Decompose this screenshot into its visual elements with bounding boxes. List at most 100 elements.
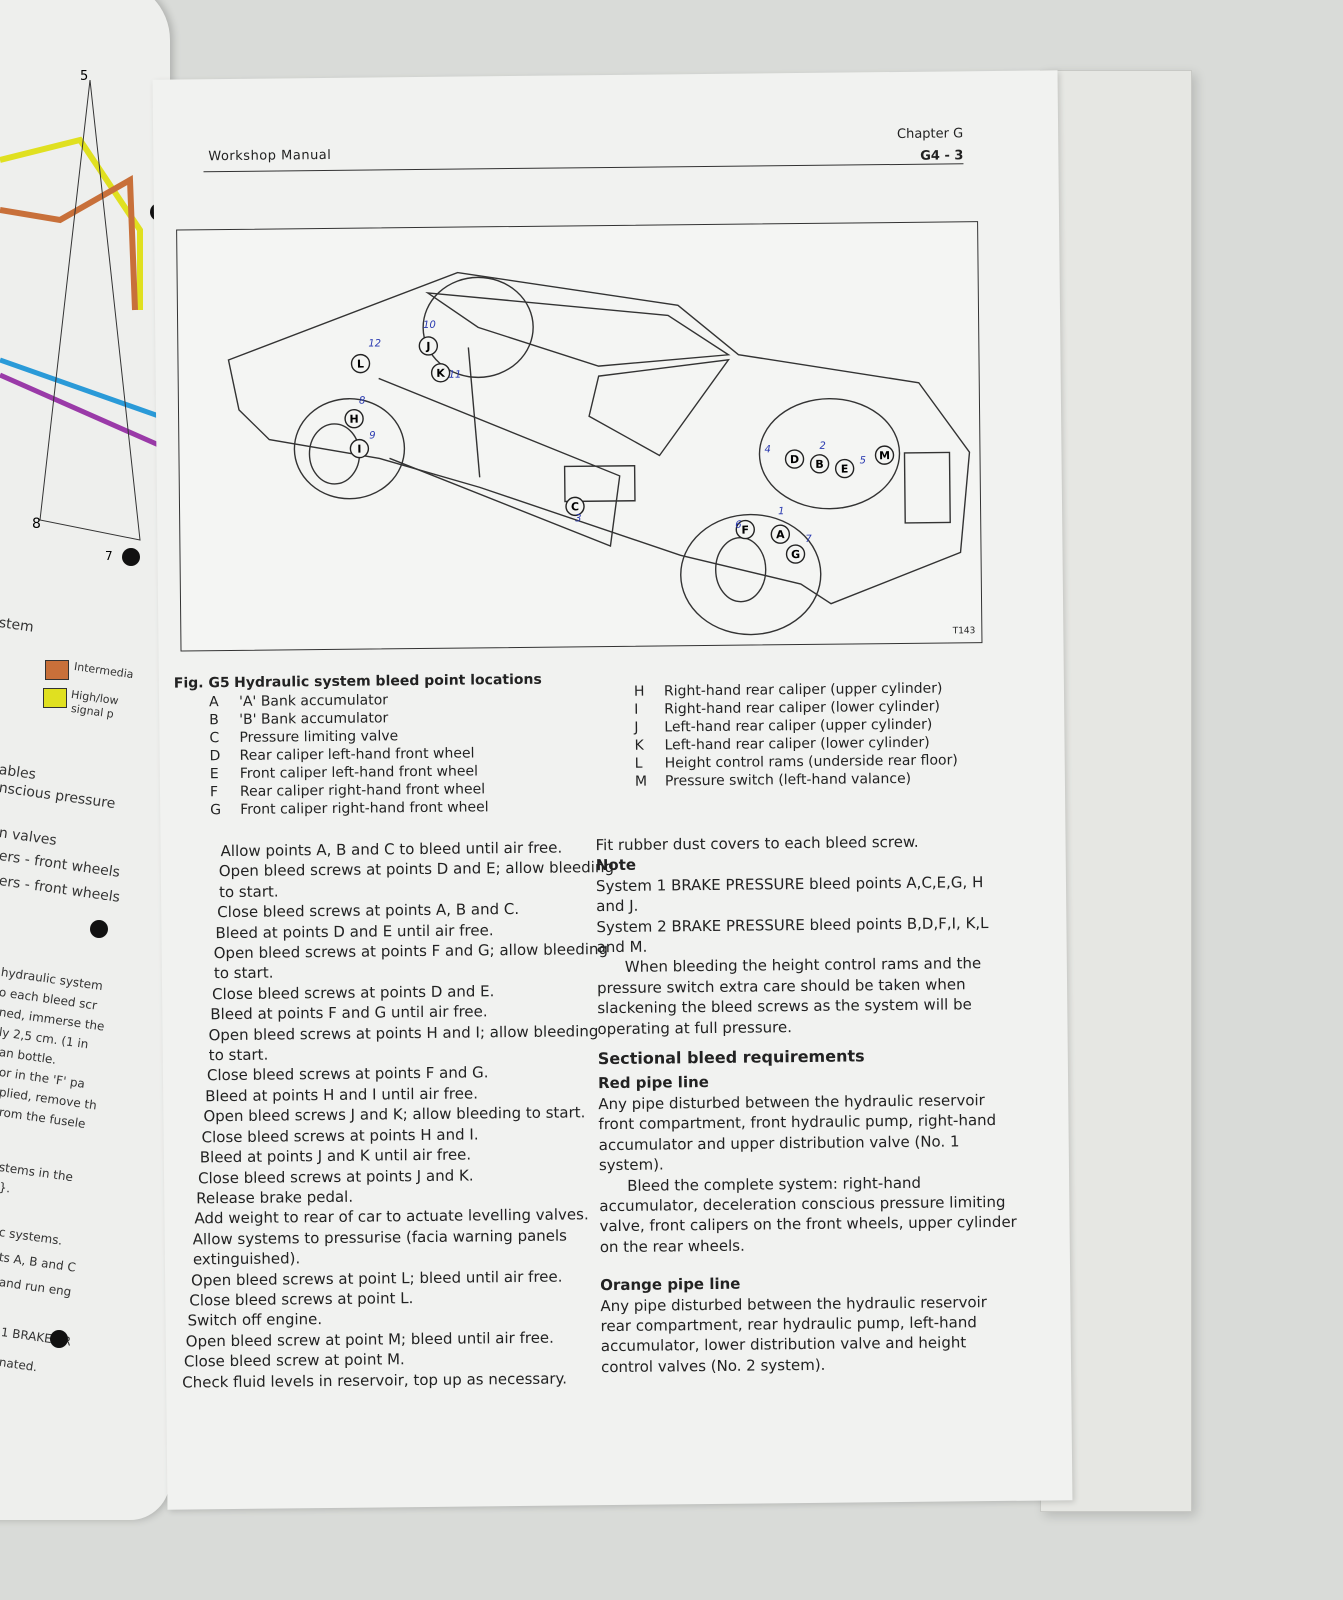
callout-letter: F: [741, 524, 749, 537]
legend-text: 'B' Bank accumulator: [239, 710, 389, 728]
left-fragment: }.: [0, 1180, 12, 1196]
notes-column: Fit rubber dust covers to each bleed scr…: [595, 831, 1021, 1378]
callout-letter: G: [791, 548, 800, 561]
left-diagram-label: 7: [105, 549, 113, 563]
manual-page: Workshop Manual Chapter G G4 - 3 A: [152, 70, 1073, 1510]
legend-item: M Pressure switch (left-hand valance): [635, 769, 958, 790]
binder-hole: [50, 1330, 68, 1348]
red-pipe-bleed: Bleed the complete system: right-hand ac…: [599, 1173, 1017, 1256]
legend-key: G: [210, 802, 222, 819]
handwritten-number: 5: [860, 455, 866, 466]
bleed-steps: Allow points A, B and C to bleed until a…: [166, 837, 622, 1393]
left-fragment: nated.: [0, 1355, 39, 1375]
callout-letter: I: [357, 443, 361, 456]
callout-letter: J: [425, 340, 430, 353]
legend-key: J: [634, 719, 639, 736]
bleed-step: Check fluid levels in reservoir, top up …: [182, 1369, 568, 1392]
bleed-step: Open bleed screws at points D and E; all…: [218, 858, 615, 901]
legend-key: I: [634, 701, 639, 718]
figure-code: T143: [952, 626, 976, 637]
legend-key: D: [209, 748, 221, 765]
callout-i: I: [349, 438, 370, 459]
legend-swatch-orange: [45, 660, 69, 680]
callout-letter: C: [571, 500, 579, 513]
left-fragment: n valves: [0, 825, 58, 849]
caution-note: When bleeding the height control rams an…: [596, 954, 982, 1038]
left-fragment: nscious pressure: [0, 780, 117, 813]
callout-m: M: [874, 445, 895, 465]
callout-a: A: [770, 524, 791, 544]
bleed-step: Allow systems to pressurise (facia warni…: [192, 1226, 568, 1269]
callout-g: G: [785, 544, 806, 564]
legend-key: L: [634, 755, 643, 772]
legend-swatch-yellow: [43, 688, 67, 708]
legend-item: G Front caliper right-hand front wheel: [210, 798, 489, 819]
callout-letter: A: [776, 528, 785, 541]
system1-note: System 1 BRAKE PRESSURE bleed points A,C…: [595, 872, 984, 916]
car-diagram: [227, 271, 971, 636]
system2-note: System 2 BRAKE PRESSURE bleed points B,D…: [596, 913, 989, 957]
callout-letter: L: [357, 358, 364, 371]
handwritten-number: 3: [575, 513, 581, 524]
figure-title: Hydraulic system bleed point locations: [234, 671, 542, 691]
legend-key: H: [633, 683, 645, 700]
bleed-step: Open bleed screws J and K; allow bleedin…: [203, 1103, 586, 1126]
left-fragment: stem: [0, 615, 35, 636]
callout-k: K: [430, 363, 451, 383]
callout-letter: E: [841, 463, 849, 476]
handwritten-number: 8: [359, 396, 365, 407]
section-heading: Sectional bleed requirements: [597, 1046, 865, 1069]
legend-key: K: [634, 737, 644, 754]
red-pipe-text: Any pipe disturbed between the hydraulic…: [598, 1090, 997, 1175]
left-fragment: c systems.: [0, 1225, 64, 1248]
chapter-header: Chapter G G4 - 3: [897, 123, 964, 168]
legend-key: C: [209, 730, 220, 747]
left-page-diagram: 5 8 7: [0, 69, 170, 563]
legend-key: B: [209, 712, 219, 729]
callout-letter: K: [436, 367, 445, 380]
callout-h: H: [344, 408, 364, 429]
callout-letter: B: [815, 458, 824, 471]
left-fragment: Intermedia: [73, 660, 135, 682]
handwritten-number: 9: [369, 430, 375, 441]
handwritten-number: 1: [778, 506, 784, 517]
callout-f: F: [735, 519, 755, 540]
callout-j: J: [418, 336, 439, 356]
figure-number: Fig. G5: [173, 675, 230, 692]
bleed-step: Open bleed screws at points H and I; all…: [208, 1021, 599, 1065]
legend-key: E: [209, 766, 219, 783]
callout-c: C: [565, 496, 585, 517]
callout-letter: D: [790, 453, 799, 466]
legend-text: Height control rams (underside rear floo…: [664, 752, 958, 772]
callout-l: L: [350, 353, 371, 374]
handwritten-number: 2: [819, 441, 825, 452]
binder-hole: [122, 548, 140, 566]
handwritten-number: 11: [449, 370, 462, 381]
header-rule: [203, 163, 964, 173]
callout-letter: H: [349, 413, 358, 426]
callout-b: B: [809, 454, 830, 474]
handwritten-number: 12: [368, 338, 381, 349]
left-diagram-label: 8: [32, 516, 41, 532]
legend-text: Front caliper right-hand front wheel: [240, 799, 489, 818]
left-fragment: ts A, B and C: [0, 1250, 77, 1275]
left-fragment: and run eng: [0, 1275, 73, 1300]
legend-key: M: [634, 773, 648, 790]
legend-key: A: [208, 694, 219, 711]
manual-title: Workshop Manual: [208, 147, 332, 165]
callout-d: D: [784, 449, 805, 469]
legend-text: 'A' Bank accumulator: [238, 692, 389, 710]
orange-pipe-text: Any pipe disturbed between the hydraulic…: [600, 1292, 988, 1376]
handwritten-number: 4: [764, 444, 770, 455]
left-diagram-label: 5: [80, 69, 88, 84]
chapter-label: Chapter G: [896, 126, 964, 142]
legend-text: Pressure switch (left-hand valance): [664, 770, 912, 790]
handwritten-number: 7: [805, 534, 812, 545]
handwritten-number: 10: [423, 320, 436, 331]
bleed-step: Open bleed screws at points F and G; all…: [213, 940, 609, 983]
left-page: 5 8 7 stem Intermedia High/low signal p …: [0, 0, 170, 1520]
